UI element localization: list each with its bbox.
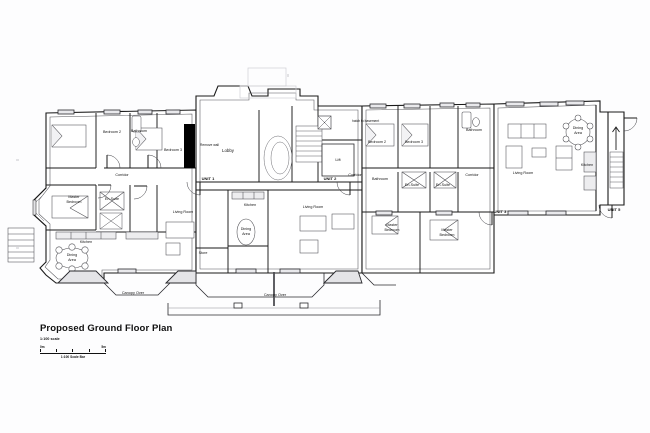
stair-far-east xyxy=(609,117,638,189)
annotation-labels: Lobby Lift hatch to basement Remove wall… xyxy=(122,119,379,297)
room-label: Living Room xyxy=(173,210,194,214)
scale-bar-rule xyxy=(40,353,106,354)
west-partitions xyxy=(46,113,196,233)
lobby-label: Lobby xyxy=(222,148,235,153)
room-label: Kitchen xyxy=(80,240,92,244)
lift-label: Lift xyxy=(335,157,341,162)
west-bay-window xyxy=(32,187,47,227)
scale-bar: 0m 5m 1:100 Scale Bar xyxy=(40,345,106,359)
room-label: Bedroom 3 xyxy=(164,148,182,152)
room-label: Corridor xyxy=(348,173,362,177)
room-label: Area xyxy=(68,258,77,262)
garden-steps xyxy=(7,227,35,263)
registration-marks xyxy=(16,74,289,249)
room-label: Store xyxy=(199,251,208,255)
room-label: En-Suite xyxy=(405,183,419,187)
scale-bar-caption: 1:100 Scale Bar xyxy=(60,354,86,359)
hatch-to-basement-label: hatch to basement xyxy=(352,119,379,123)
lift-car xyxy=(321,143,355,177)
front-terrace xyxy=(167,272,381,316)
scale-bar-left-label: 0m xyxy=(40,345,45,349)
room-label: Corridor xyxy=(115,173,129,177)
room-labels: Bedroom 2 Bathroom Bedroom 3 Corridor Ma… xyxy=(67,126,594,262)
stair-up-arrow xyxy=(612,126,620,150)
room-label: Bathroom xyxy=(372,177,388,181)
room-label: Master xyxy=(441,228,453,232)
room-label: Dining xyxy=(67,253,77,257)
room-label: Kitchen xyxy=(244,203,256,207)
unit-label-3: UNIT 3 xyxy=(494,209,507,214)
room-label: Bedroom xyxy=(440,233,455,237)
centre-lower-walls xyxy=(196,189,362,273)
room-label: Bedroom 3 xyxy=(405,140,423,144)
room-label: Master xyxy=(68,195,80,199)
windows-bottom xyxy=(117,210,567,274)
page-title: Proposed Ground Floor Plan xyxy=(40,323,173,334)
room-label: En-Suite xyxy=(436,183,450,187)
room-label: Bathroom xyxy=(131,129,147,133)
room-label: Living Room xyxy=(513,171,534,175)
sanitary-west xyxy=(99,115,142,230)
scale-bar-right-label: 5m xyxy=(101,345,106,349)
unit-label-1: UNIT 1 xyxy=(202,176,215,181)
room-label: Dining xyxy=(241,227,251,231)
unit-label-2: UNIT 2 xyxy=(324,176,337,181)
room-label: Bedroom xyxy=(385,228,400,232)
room-label: En-Suite xyxy=(105,197,119,201)
room-label: Bathroom xyxy=(466,128,482,132)
west-kitchen-dining xyxy=(55,231,159,273)
room-label: Master xyxy=(386,223,398,227)
unit-labels: UNIT 1 UNIT 2 UNIT 3 UNIT 5 xyxy=(202,176,621,214)
stair-centre xyxy=(263,125,323,181)
room-label: Corridor xyxy=(465,173,479,177)
basement-hatch xyxy=(317,115,332,130)
room-label: Area xyxy=(574,131,583,135)
room-label: Kitchen xyxy=(581,163,593,167)
room-label: Bedroom xyxy=(67,200,82,204)
canopy-label: Canopy Over xyxy=(122,291,145,295)
scale-note: 1:100 scale xyxy=(40,337,60,341)
furniture-centre xyxy=(165,191,355,256)
scale-bar-ticks xyxy=(40,349,106,352)
room-label: Area xyxy=(242,232,251,236)
canopy-label: Canopy Over xyxy=(264,293,287,297)
unit-label-5: UNIT 5 xyxy=(608,207,621,212)
remove-wall-label: Remove wall xyxy=(200,143,219,147)
title-block: Proposed Ground Floor Plan 1:100 scale 0… xyxy=(40,323,172,359)
windows-top xyxy=(57,100,585,115)
room-label: Bedroom 2 xyxy=(103,130,121,134)
far-east-furniture xyxy=(505,114,597,191)
roof-ridge-ghost xyxy=(239,67,297,99)
room-label: Bedroom 2 xyxy=(368,140,386,144)
bay-windows-front xyxy=(56,270,363,284)
room-label: Living Room xyxy=(303,205,324,209)
furniture-east xyxy=(365,111,480,241)
room-label: Dining xyxy=(573,126,583,130)
centre-block-walls xyxy=(195,85,363,274)
